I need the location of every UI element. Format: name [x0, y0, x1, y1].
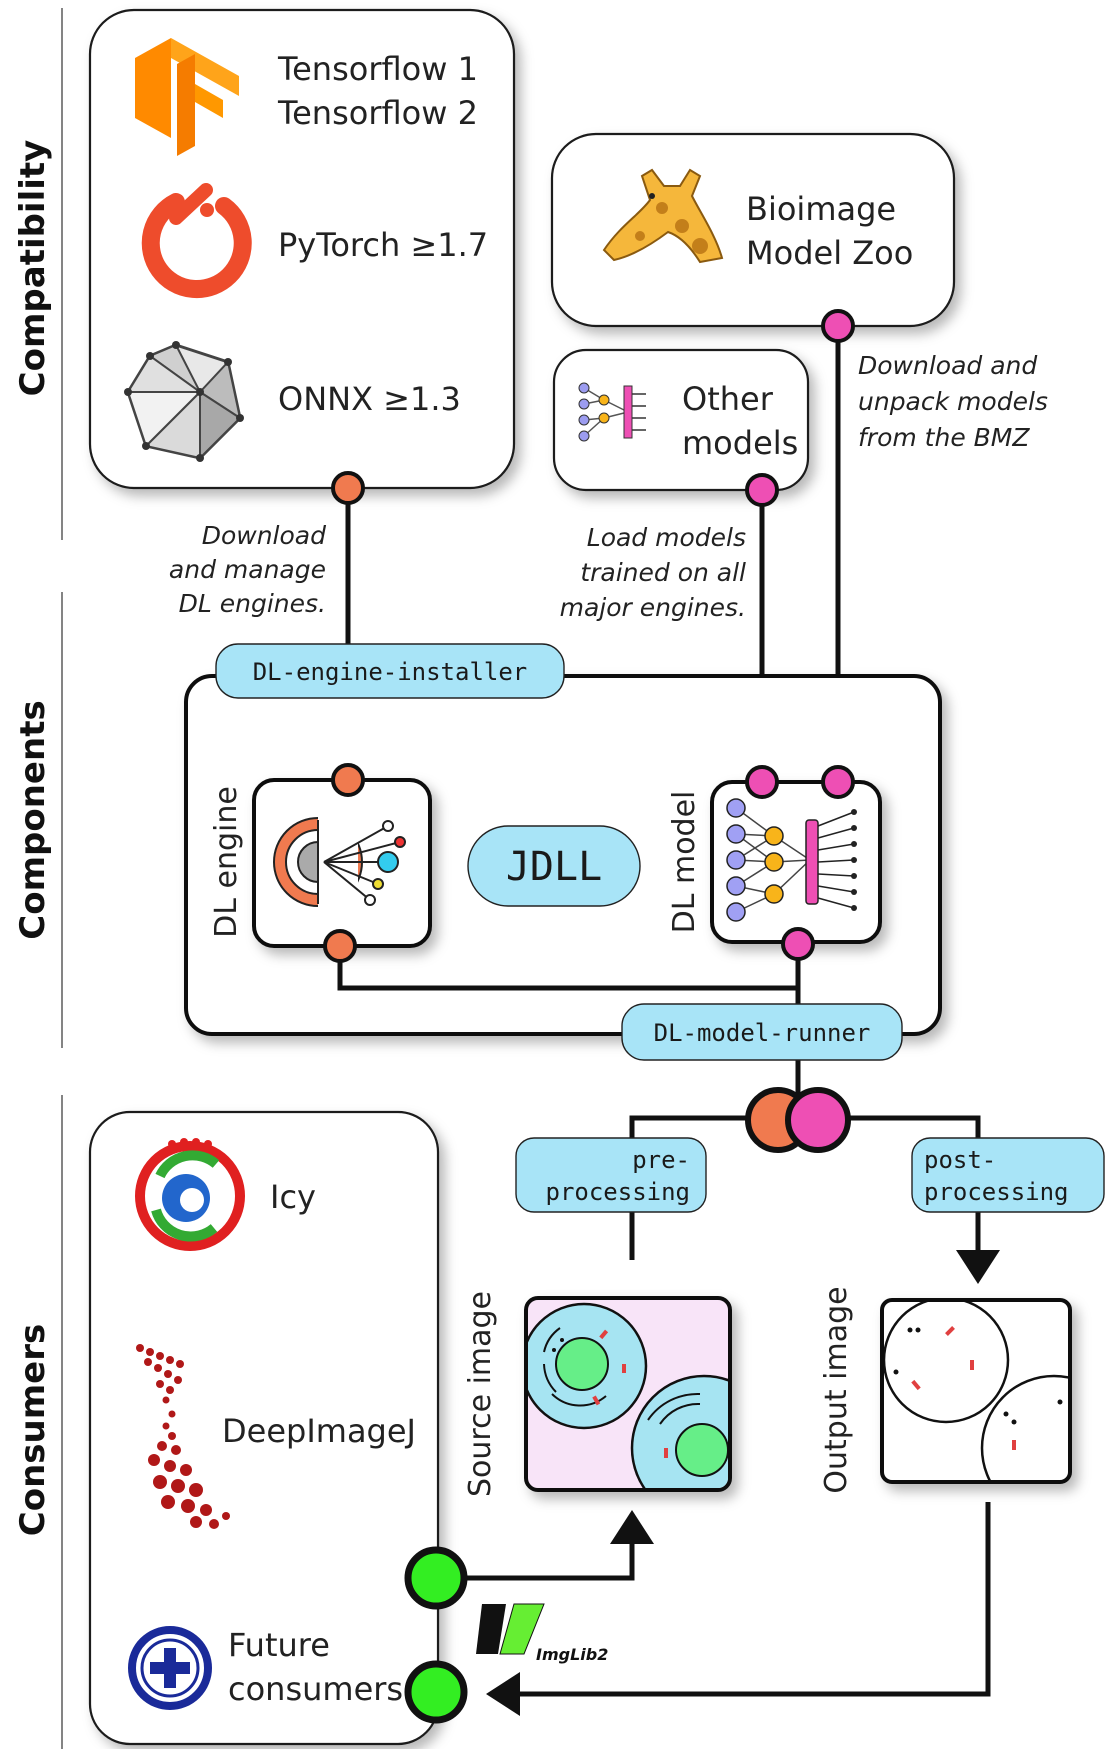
deepimagej-icon: [136, 1344, 230, 1529]
consumer-output-port: [404, 1546, 468, 1610]
icy-label: Icy: [270, 1178, 316, 1216]
section-consumers: Consumers: [13, 1324, 53, 1536]
svg-text:major engines.: major engines.: [560, 593, 746, 622]
section-compatibility: Compatibility: [13, 140, 53, 397]
giraffe-icon: [602, 168, 724, 264]
bmz-panel: Bioimage Model Zoo: [550, 132, 956, 328]
future-consumers-line1: Future: [228, 1626, 330, 1664]
dl-model-input-port-left: [745, 765, 779, 799]
section-labels: Compatibility Components Consumers: [13, 8, 63, 1749]
bmz-label-line2: Model Zoo: [746, 234, 913, 272]
pre-processing-tag: [515, 1137, 707, 1213]
gear-brain-icon: [273, 812, 406, 912]
annotation-download-engines: Download and manage DL engines.: [169, 521, 326, 618]
plus-icon: [128, 1626, 212, 1710]
tensorflow-icon: [135, 38, 239, 156]
consumers-panel: Icy DeepImageJ Future consumers: [88, 1110, 440, 1746]
svg-text:from the BMZ: from the BMZ: [858, 423, 1030, 452]
svg-text:processing: processing: [546, 1178, 691, 1206]
onnx-icon: [124, 341, 244, 462]
source-image: Source image: [463, 1291, 732, 1497]
dl-engine-label: DL engine: [209, 786, 244, 938]
svg-text:trained on all: trained on all: [580, 558, 746, 587]
jdll-pill: [467, 825, 641, 907]
bottom-connectors: ImgLib2: [404, 1502, 991, 1724]
dl-model-output-port: [781, 927, 815, 961]
svg-text:Load models: Load models: [587, 523, 746, 552]
svg-text:Download and: Download and: [858, 351, 1037, 380]
other-models-panel: Other models: [552, 348, 810, 492]
output-image-label: Output image: [819, 1286, 854, 1493]
processing-branch: pre- processing post- processing: [515, 1087, 1105, 1284]
tensorflow-2-label: Tensorflow 2: [277, 94, 478, 132]
arrow-to-output-image: [956, 1250, 1000, 1284]
svg-text:unpack models: unpack models: [858, 387, 1048, 416]
deepimagej-label: DeepImageJ: [222, 1412, 416, 1450]
svg-text:pre-: pre-: [632, 1146, 690, 1174]
svg-text:Download: Download: [202, 521, 326, 550]
dl-model-network-icon: [726, 798, 857, 922]
svg-text:DL engines.: DL engines.: [179, 589, 326, 618]
dl-engine-input-port: [331, 763, 365, 797]
source-image-label: Source image: [463, 1291, 498, 1497]
icy-icon: [135, 1138, 245, 1251]
runner-tag: [621, 1003, 903, 1061]
bmz-output-port: [821, 309, 855, 343]
runner-tag-label: DL-model-runner: [654, 1019, 871, 1047]
arrow-to-consumers: [486, 1672, 520, 1716]
bmz-label-line1: Bioimage: [746, 190, 896, 228]
output-image: Output image: [819, 1286, 1072, 1494]
other-models-line2: models: [682, 424, 798, 462]
dl-model-label: DL model: [667, 791, 702, 934]
other-models-line1: Other: [682, 380, 774, 418]
dl-engine-output-port: [323, 929, 357, 963]
tensorflow-1-label: Tensorflow 1: [277, 50, 478, 88]
svg-text:and manage: and manage: [169, 555, 326, 584]
engines-output-port: [331, 471, 365, 505]
imglib2-icon: ImgLib2: [476, 1603, 608, 1664]
future-consumers-line2: consumers: [228, 1670, 403, 1708]
components-panel: DL engine JDLL DL model: [184, 643, 942, 1110]
svg-text:processing: processing: [924, 1178, 1069, 1206]
dl-model-input-port-right: [821, 765, 855, 799]
svg-text:post-: post-: [924, 1146, 996, 1174]
pytorch-label: PyTorch ≥1.7: [278, 226, 488, 264]
neural-network-icon: [578, 382, 646, 442]
merged-port-pink: [785, 1087, 851, 1153]
installer-tag: [215, 643, 565, 699]
pytorch-icon: [141, 183, 252, 299]
post-processing-tag: [911, 1137, 1105, 1213]
jdll-label: JDLL: [506, 844, 602, 890]
imglib2-label: ImgLib2: [536, 1645, 608, 1664]
arrow-to-source-image: [610, 1510, 654, 1544]
other-models-output-port: [745, 473, 779, 507]
section-components: Components: [13, 700, 53, 939]
annotation-bmz-download: Download and unpack models from the BMZ: [858, 351, 1048, 452]
onnx-label: ONNX ≥1.3: [278, 380, 461, 418]
annotation-load-models: Load models trained on all major engines…: [560, 523, 746, 622]
engines-panel: Tensorflow 1 Tensorflow 2 PyTorch ≥1.7 O…: [88, 8, 516, 490]
installer-tag-label: DL-engine-installer: [253, 658, 528, 686]
consumer-input-port: [404, 1660, 468, 1724]
